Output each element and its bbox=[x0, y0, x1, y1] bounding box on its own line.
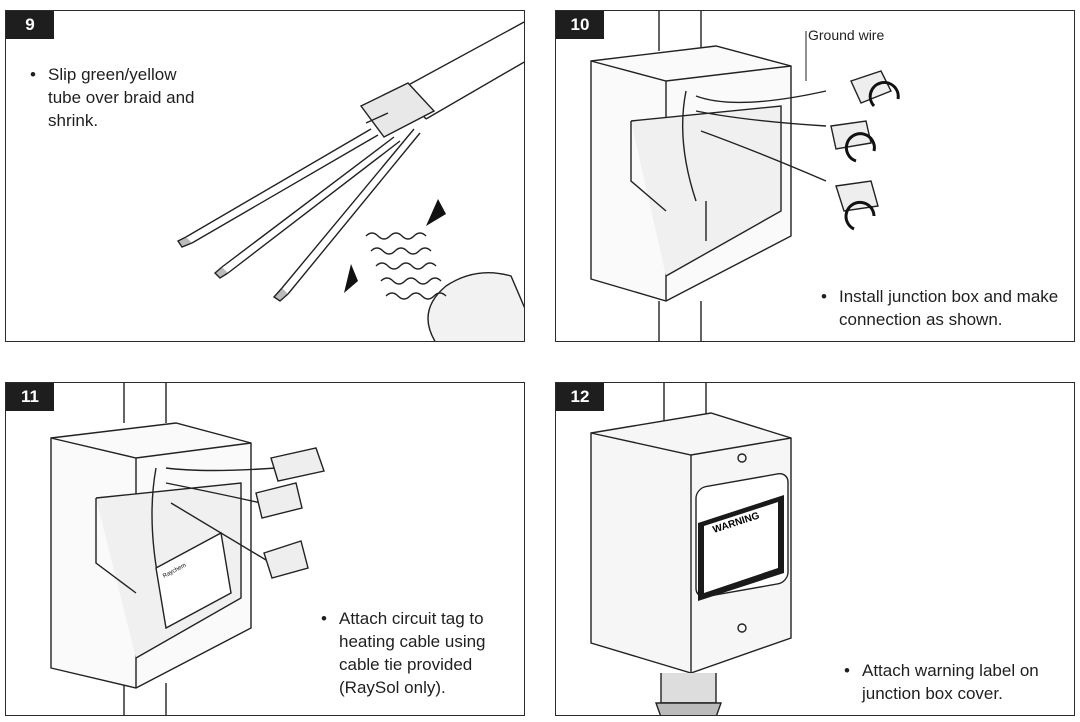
step-10-number: 10 bbox=[556, 11, 604, 39]
step-9-panel: 9 • Slip green/yellow tube over braid an… bbox=[5, 10, 525, 342]
bullet-icon: • bbox=[30, 65, 36, 84]
step-12-illustration: WARNING bbox=[590, 383, 792, 715]
step-10-caption: • Install junction box and make connecti… bbox=[821, 285, 1059, 331]
step-11-text: Attach circuit tag to heating cable usin… bbox=[339, 609, 486, 697]
step-12-panel: 12 • Attach warning label on junction bo… bbox=[555, 382, 1075, 716]
ground-wire-callout: Ground wire bbox=[808, 27, 885, 43]
step-11-panel: 11 • Attach circuit tag to heating cable… bbox=[5, 382, 525, 716]
step-9-caption: • Slip green/yellow tube over braid and … bbox=[30, 63, 195, 132]
step-11-illustration: Raychem bbox=[50, 383, 325, 715]
bullet-icon: • bbox=[844, 661, 850, 680]
step-12-text: Attach warning label on junction box cov… bbox=[862, 661, 1039, 703]
step-10-panel: 10 Ground wire • Install junction box an… bbox=[555, 10, 1075, 342]
step-9-text: Slip green/yellow tube over braid and sh… bbox=[48, 65, 195, 130]
step-9-illustration bbox=[176, 21, 524, 341]
step-11-number: 11 bbox=[6, 383, 54, 411]
bullet-icon: • bbox=[321, 609, 327, 628]
step-9-number: 9 bbox=[6, 11, 54, 39]
step-10-text: Install junction box and make connection… bbox=[839, 287, 1059, 329]
bullet-icon: • bbox=[821, 287, 827, 306]
step-10-illustration bbox=[590, 11, 900, 341]
step-12-caption: • Attach warning label on junction box c… bbox=[844, 659, 1039, 705]
step-11-caption: • Attach circuit tag to heating cable us… bbox=[321, 607, 486, 699]
step-12-number: 12 bbox=[556, 383, 604, 411]
